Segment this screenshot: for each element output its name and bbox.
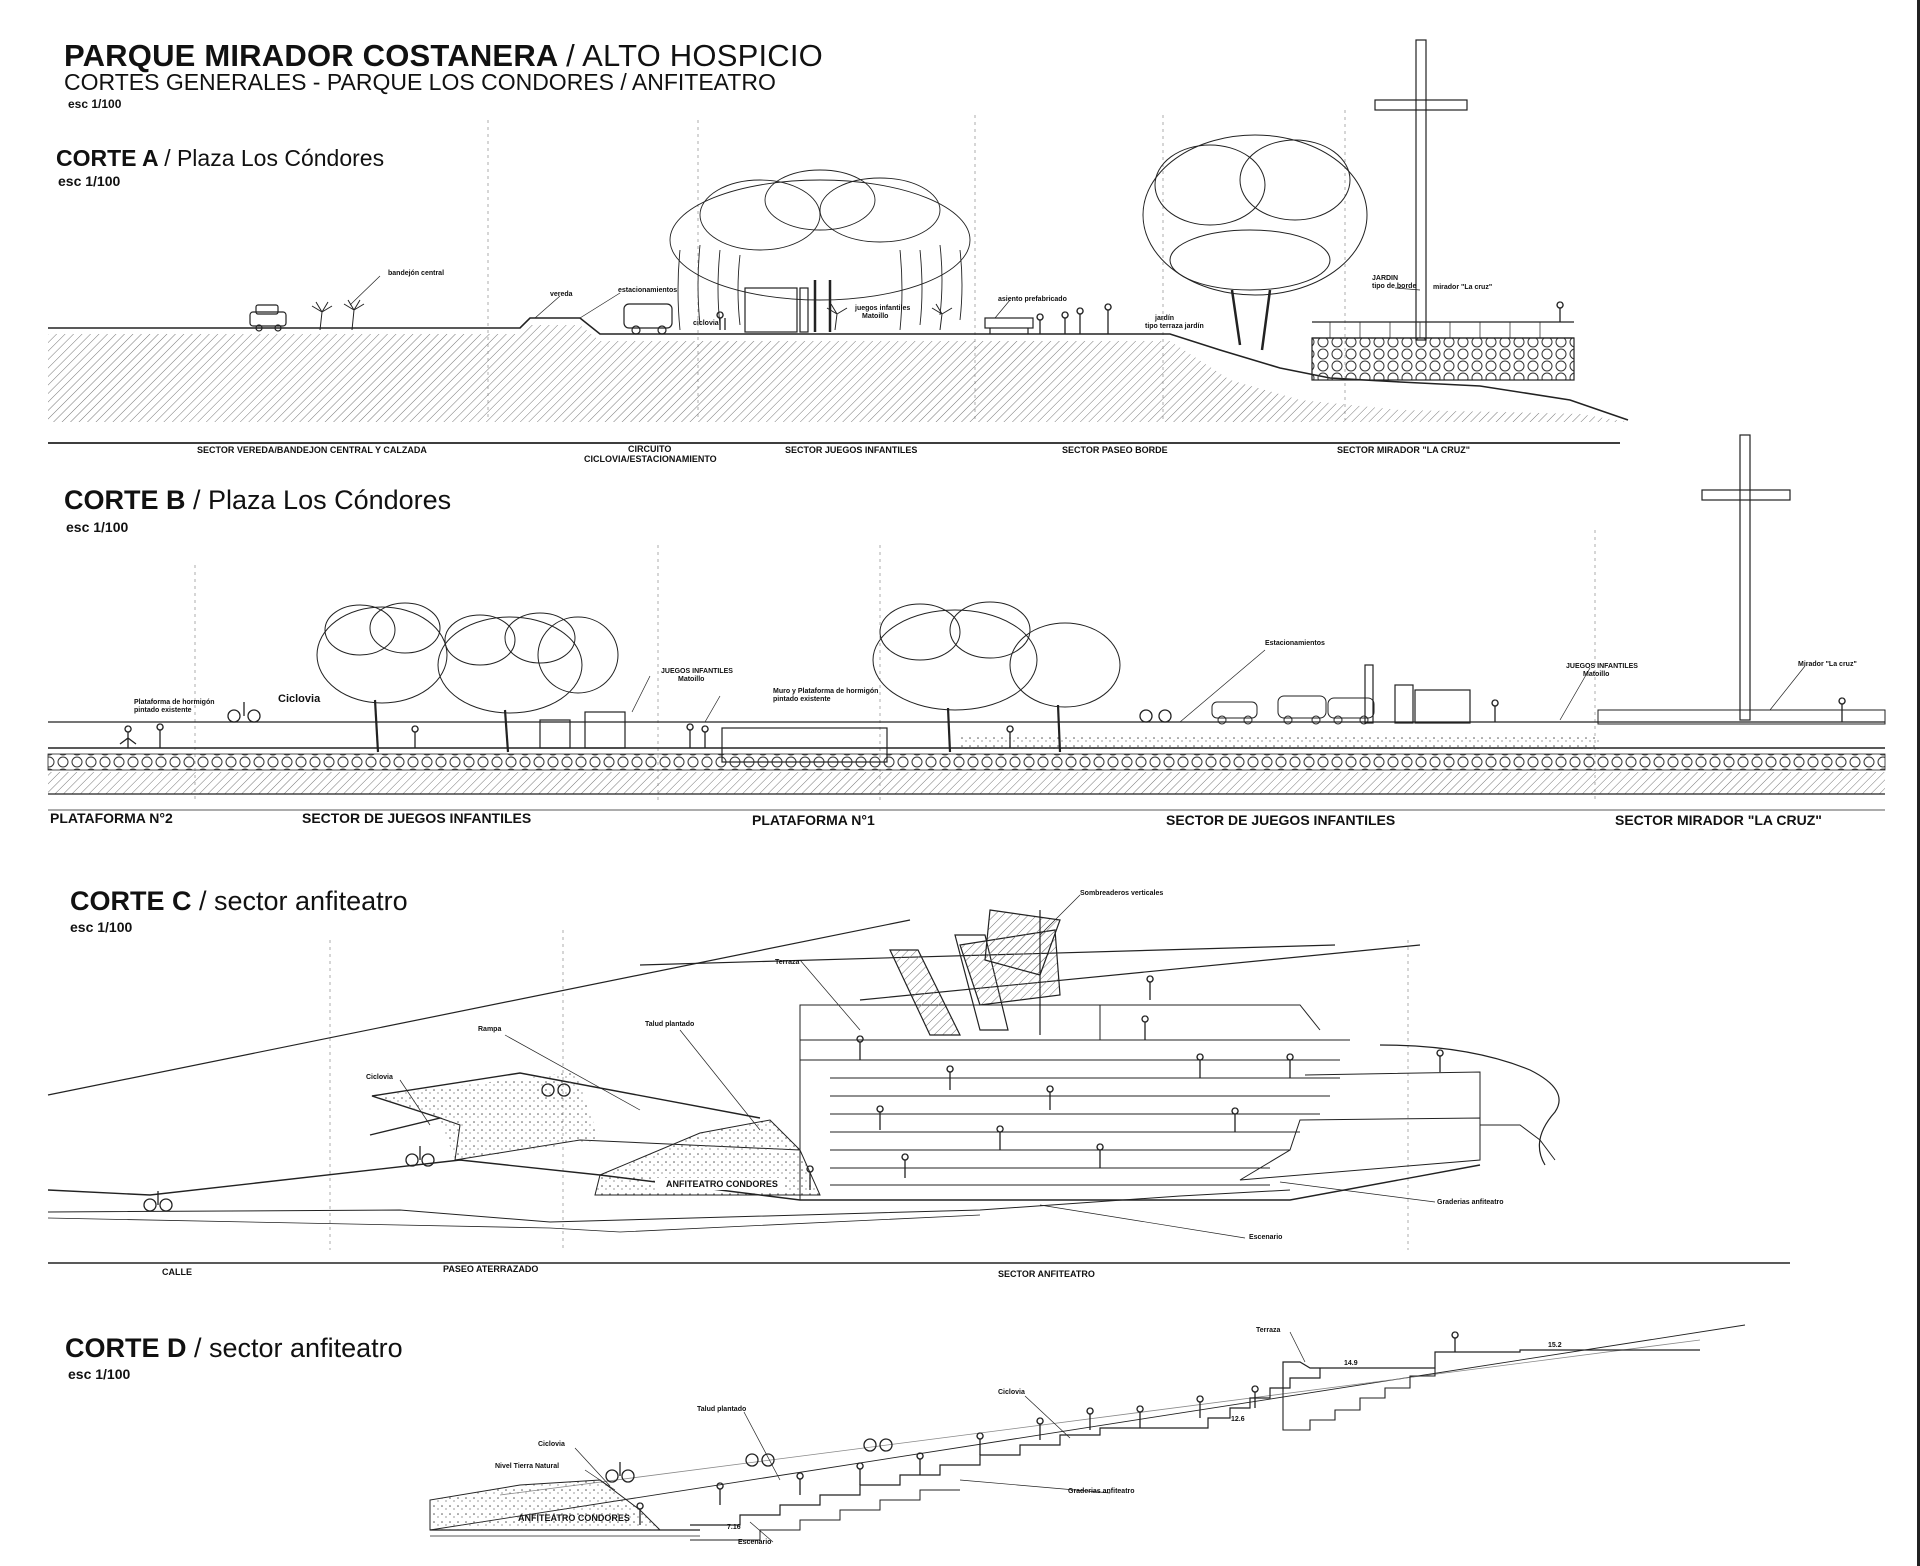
corte-a-note: tipo terraza jardín <box>1145 323 1204 330</box>
corte-c-sector: SECTOR ANFITEATRO <box>998 1269 1095 1279</box>
corte-a-sector: CIRCUITO <box>628 444 672 454</box>
corte-c-note: ANFITEATRO CONDORES <box>666 1179 778 1189</box>
corte-a-sector: SECTOR PASEO BORDE <box>1062 445 1168 455</box>
corte-d-level: 7.16 <box>727 1524 741 1531</box>
corte-c-title: CORTE C / sector anfiteatro <box>70 888 408 915</box>
corte-d-title: CORTE D / sector anfiteatro <box>65 1335 403 1362</box>
corte-d-note: Talud plantado <box>697 1406 747 1413</box>
corte-d-note: Ciclovia <box>998 1389 1025 1396</box>
corte-b-sector: SECTOR DE JUEGOS INFANTILES <box>1166 812 1396 828</box>
corte-d-drawing <box>429 1324 1746 1543</box>
corte-a-sector: CICLOVIA/ESTACIONAMIENTO <box>584 454 717 464</box>
corte-a-title-thin: / Plaza Los Cóndores <box>164 145 385 171</box>
corte-c-note: Rampa <box>478 1026 502 1033</box>
corte-b-note: Plataforma de hormigón <box>134 699 215 706</box>
corte-b-note: Estacionamientos <box>1265 640 1325 647</box>
corte-c-note: Escenario <box>1249 1234 1283 1241</box>
sheet-title: PARQUE MIRADOR COSTANERA / ALTO HOSPICIO <box>64 40 823 71</box>
corte-d-note: Ciclovia <box>538 1441 565 1448</box>
corte-b-scale: esc 1/100 <box>66 519 129 535</box>
corte-b-note: pintado existente <box>134 707 192 714</box>
corte-a-note: tipo de borde <box>1372 283 1417 290</box>
corte-d-title-bold: CORTE D <box>65 1333 187 1363</box>
sheet-subtitle: CORTES GENERALES - PARQUE LOS CONDORES /… <box>64 69 776 95</box>
corte-c-drawing <box>47 894 1790 1264</box>
corte-d-note: Escenario <box>738 1539 772 1546</box>
corte-b-title: CORTE B / Plaza Los Cóndores <box>64 487 451 514</box>
corte-c-note: Terraza <box>775 959 800 966</box>
corte-b-title-bold: CORTE B <box>64 485 186 515</box>
corte-b-note: Matoillo <box>678 676 705 683</box>
corte-a-note: ciclovia <box>693 320 719 327</box>
corte-c-title-thin: / sector anfiteatro <box>199 886 408 916</box>
corte-c-note: Ciclovia <box>366 1074 393 1081</box>
corte-b-note: Mirador "La cruz" <box>1798 661 1857 668</box>
corte-a-note: estacionamientos <box>618 287 678 294</box>
corte-b-sector: PLATAFORMA N°2 <box>50 810 173 826</box>
corte-c-note: Sombreaderos verticales <box>1080 890 1164 897</box>
corte-b-note: JUEGOS INFANTILES <box>661 668 733 675</box>
corte-a-sector: SECTOR MIRADOR "LA CRUZ" <box>1337 445 1471 455</box>
sheet-scale: esc 1/100 <box>68 97 122 111</box>
corte-b-sector: SECTOR DE JUEGOS INFANTILES <box>302 810 532 826</box>
corte-a-note: Matoillo <box>862 313 889 320</box>
corte-a-title-bold: CORTE A <box>56 145 158 171</box>
corte-a-note: mirador "La cruz" <box>1433 284 1493 291</box>
corte-a-note: asiento prefabricado <box>998 296 1067 303</box>
corte-d-title-thin: / sector anfiteatro <box>194 1333 403 1363</box>
sheet-frame-edge <box>1917 0 1920 1566</box>
corte-d-note: ANFITEATRO CONDORES <box>518 1513 630 1523</box>
corte-a-drawing <box>48 39 1629 444</box>
corte-c-title-bold: CORTE C <box>70 886 192 916</box>
corte-d-note: Graderias anfiteatro <box>1068 1488 1135 1495</box>
corte-c-sector: PASEO ATERRAZADO <box>443 1264 539 1274</box>
corte-b-title-thin: / Plaza Los Cóndores <box>193 485 452 515</box>
corte-d-scale: esc 1/100 <box>68 1366 131 1382</box>
corte-b-note: Muro y Plataforma de hormigón <box>773 688 879 695</box>
corte-d-note: Nivel Tierra Natural <box>495 1463 560 1470</box>
corte-a-note: bandejón central <box>388 270 445 277</box>
sheet-title-thin: / ALTO HOSPICIO <box>566 38 823 73</box>
corte-b-note: Matoillo <box>1583 671 1610 678</box>
corte-b-sector: SECTOR MIRADOR "LA CRUZ" <box>1615 812 1822 828</box>
corte-b-drawing <box>47 434 1886 811</box>
corte-d-level: 15.2 <box>1548 1342 1562 1349</box>
corte-a-sector: SECTOR VEREDA/BANDEJON CENTRAL Y CALZADA <box>197 445 427 455</box>
corte-c-scale: esc 1/100 <box>70 919 133 935</box>
corte-a-note: vereda <box>550 291 573 298</box>
corte-a-note: JARDIN <box>1372 275 1399 282</box>
corte-d-level: 12.6 <box>1231 1416 1245 1423</box>
corte-b-sector: PLATAFORMA N°1 <box>752 812 875 828</box>
corte-d-level: 14.9 <box>1344 1360 1358 1367</box>
corte-d-note: Terraza <box>1256 1327 1281 1334</box>
sheet-title-bold: PARQUE MIRADOR COSTANERA <box>64 38 558 73</box>
corte-a-note: juegos infantiles <box>855 305 911 312</box>
corte-b-note: JUEGOS INFANTILES <box>1566 663 1638 670</box>
corte-a-title: CORTE A / Plaza Los Cóndores <box>56 147 384 170</box>
corte-c-sector: CALLE <box>162 1267 192 1277</box>
corte-b-note: Ciclovia <box>278 693 321 705</box>
corte-a-note: jardín <box>1155 315 1175 322</box>
corte-a-scale: esc 1/100 <box>58 173 121 189</box>
corte-c-note: Talud plantado <box>645 1021 695 1028</box>
corte-b-note: pintado existente <box>773 696 831 703</box>
corte-a-sector: SECTOR JUEGOS INFANTILES <box>785 445 918 455</box>
corte-c-note: Graderias anfiteatro <box>1437 1199 1504 1206</box>
